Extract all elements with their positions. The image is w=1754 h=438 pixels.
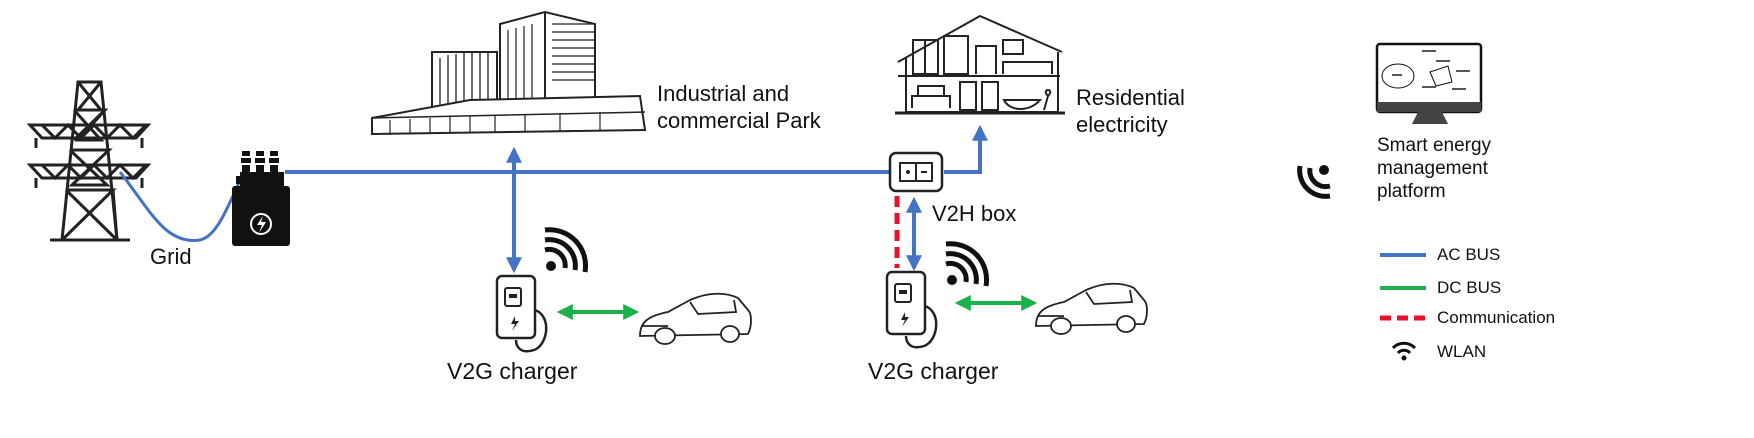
industrial-park-label: Industrial and commercial Park [657, 81, 821, 133]
wifi-signal-icon [544, 227, 589, 273]
residential-label: Residential electricity [1076, 85, 1185, 137]
legend-dc-bus-label: DC BUS [1437, 278, 1502, 297]
monitor-icon [1375, 42, 1483, 124]
electric-car-icon [1035, 282, 1148, 335]
v2g-charger-icon [885, 270, 938, 349]
legend-communication-label: Communication [1437, 308, 1556, 327]
ac-bus-residential-link [944, 124, 988, 174]
legend-wlan-icon [1391, 341, 1417, 361]
legend-ac-bus-label: AC BUS [1437, 245, 1501, 264]
grid-cable [118, 171, 246, 242]
v2g-charger-label: V2G charger [447, 358, 578, 384]
v2h-box-label: V2H box [932, 201, 1017, 226]
electric-car-icon [639, 292, 752, 345]
industrial-building-icon [371, 10, 647, 136]
transformer-icon [232, 151, 290, 246]
v2g-charger-label: V2G charger [868, 358, 999, 384]
wifi-signal-icon [945, 241, 990, 287]
transmission-tower-icon [26, 80, 152, 242]
wifi-signal-icon [1297, 165, 1331, 199]
legend-wlan-label: WLAN [1437, 342, 1487, 361]
grid-label: Grid [150, 244, 192, 269]
residential-house-icon [895, 14, 1065, 115]
v2g-charger-icon [495, 274, 548, 353]
v2h-box-icon [888, 151, 944, 193]
smart-platform-label: Smart energy management platform [1377, 135, 1492, 202]
